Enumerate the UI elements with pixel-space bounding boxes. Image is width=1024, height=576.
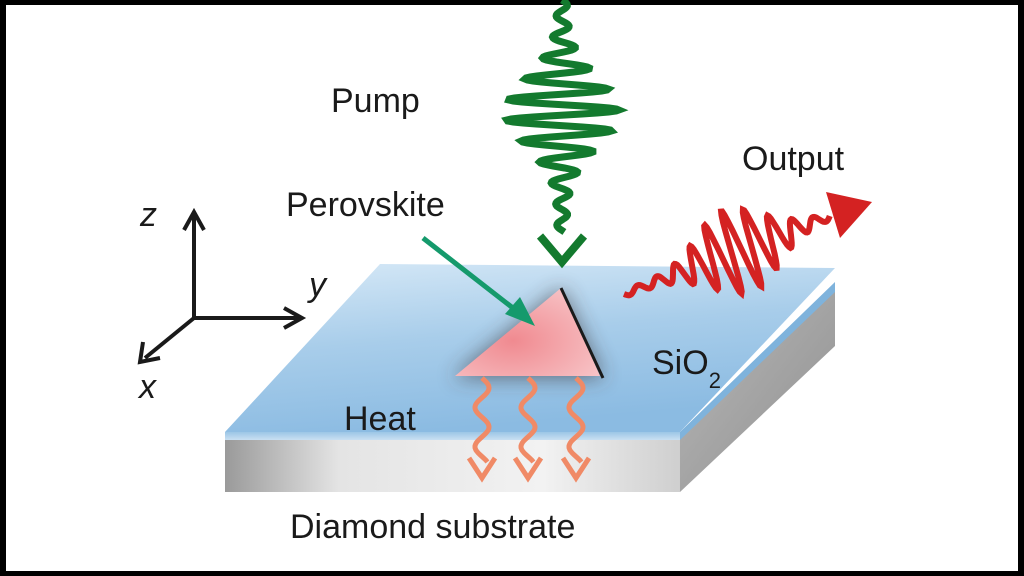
output-label: Output [742, 140, 845, 178]
output-arrowhead [826, 192, 872, 238]
pump-arrowhead [536, 233, 588, 269]
heat-label: Heat [344, 400, 416, 438]
heat-arrow-line [518, 376, 538, 464]
heat-arrows [466, 376, 592, 483]
perovskite-label: Perovskite [286, 186, 445, 224]
axis-triad [137, 207, 307, 365]
axis-x-label: x [137, 368, 157, 406]
heat-arrow-line [566, 376, 586, 464]
perovskite-crystal [452, 287, 605, 379]
heat-arrow-line [472, 376, 492, 464]
sio2-label-base: SiO [652, 344, 709, 382]
output-wave-arrow [622, 192, 872, 300]
axis-y-label: y [307, 266, 328, 304]
heat-arrowhead [560, 456, 592, 483]
pump-label: Pump [331, 82, 420, 120]
pump-wave-line [501, 0, 629, 235]
perovskite-pointer-arrow [421, 236, 535, 326]
axis-z-label: z [139, 196, 157, 234]
heat-arrowhead [466, 456, 498, 483]
sio2-label-subscript: 2 [709, 368, 721, 393]
output-wave-line [622, 205, 833, 300]
diamond-substrate-block [225, 290, 835, 492]
pump-wave-arrow [501, 0, 629, 269]
heat-arrowhead [512, 456, 544, 483]
sio2-label: SiO2 [652, 344, 721, 393]
substrate-label: Diamond substrate [290, 508, 575, 546]
